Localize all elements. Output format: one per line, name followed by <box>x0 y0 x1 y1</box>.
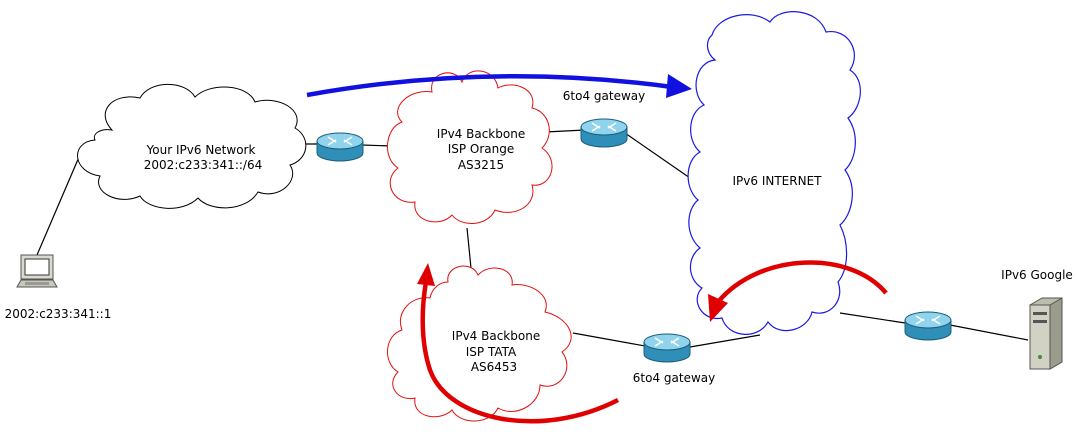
link-orange-gateway-top <box>544 129 586 133</box>
gateway-bottom-label: 6to4 gateway <box>633 371 715 385</box>
cloud-isp-orange <box>386 70 553 224</box>
link-internet-router-google <box>839 312 906 324</box>
cloud-local-network <box>77 83 307 209</box>
link-tata-gateway-bottom <box>572 332 646 347</box>
local-network-prefix: 2002:c233:341::/64 <box>144 158 262 172</box>
tata-backbone-line1: IPv4 Backbone <box>452 329 540 343</box>
return-arrow-tata <box>420 281 620 424</box>
orange-backbone-line3: AS3215 <box>458 158 504 172</box>
local-network-name: Your IPv6 Network <box>146 143 256 157</box>
orange-backbone-line2: ISP Orange <box>448 142 515 156</box>
laptop-address: 2002:c233:341::1 <box>5 307 112 321</box>
return-arrow-tata-head <box>417 263 435 286</box>
link-gateway-bottom-internet <box>689 334 761 348</box>
gateway-top-label: 6to4 gateway <box>563 89 645 103</box>
orange-backbone-line1: IPv4 Backbone <box>437 127 525 141</box>
link-orange-tata <box>466 227 472 269</box>
cloud-ipv6-internet <box>687 11 861 335</box>
cloud-isp-tata <box>387 265 572 422</box>
ipv6-internet-label: IPv6 INTERNET <box>733 174 823 188</box>
link-router-google-server <box>949 324 1029 341</box>
return-arrow-internet <box>716 260 888 304</box>
router-google-icon <box>904 311 952 341</box>
server-label: IPv6 Google <box>1001 268 1073 282</box>
laptop-icon <box>16 254 58 288</box>
link-gateway-top-internet <box>624 132 691 179</box>
server-icon <box>1029 297 1063 370</box>
router-gateway-bottom-icon <box>643 333 691 363</box>
router-gateway-top-icon <box>580 118 628 148</box>
link-laptop-local <box>36 149 83 256</box>
tata-backbone-line2: ISP TATA <box>466 345 517 359</box>
outbound-arrow <box>306 73 673 98</box>
outbound-arrow-head <box>666 74 692 98</box>
tata-backbone-line3: AS6453 <box>471 360 517 374</box>
router-local-icon <box>316 132 364 162</box>
return-arrow-internet-head <box>708 294 728 322</box>
